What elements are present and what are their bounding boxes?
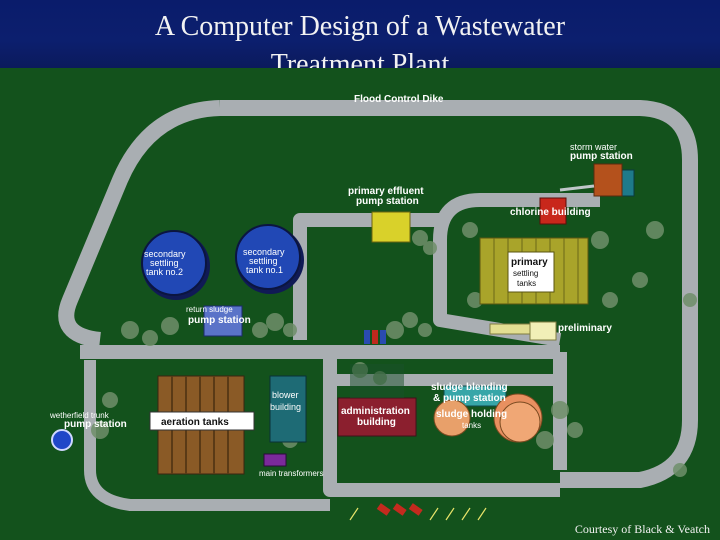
- blower-label-1: blower: [272, 390, 299, 400]
- parking-stripes: [349, 507, 487, 521]
- sec2-label-1: secondary: [144, 249, 186, 259]
- sec2-label-3: tank no.2: [146, 267, 183, 277]
- primary-effluent-label-1: primary effluent: [348, 186, 424, 197]
- primary-settling-tanks: [479, 237, 589, 305]
- primary-label-3: tanks: [517, 279, 536, 288]
- chlorine-label: chlorine building: [510, 207, 591, 218]
- admin-label-2: building: [357, 417, 396, 428]
- return-sludge-label: return sludge: [186, 305, 233, 314]
- preliminary-label: preliminary: [558, 323, 612, 334]
- primary-label-box: [507, 251, 555, 293]
- sludge-blending-pump-station: [443, 385, 507, 407]
- credit-line: Courtesy of Black & Veatch: [574, 522, 710, 536]
- primary-tank-dividers: [493, 238, 579, 304]
- sec1-label-2: settling: [249, 256, 278, 266]
- title-band: [0, 0, 720, 68]
- sludge-holding-tank-a: [433, 399, 471, 437]
- sludge-blending-label-1: sludge blending: [431, 382, 508, 393]
- secondary-settling-tank-1: [235, 224, 301, 290]
- admin-label-1: administration: [341, 406, 410, 417]
- flood-dike-label: Flood Control Dike: [354, 94, 444, 105]
- preliminary-building: [529, 321, 557, 341]
- return-pump-label: pump station: [188, 315, 251, 326]
- sludge-blending-label-2: & pump station: [433, 393, 506, 404]
- sludge-holding-tank-c: [499, 401, 541, 443]
- preliminary-channel: [489, 323, 531, 335]
- parking-cars: [376, 503, 423, 516]
- sec1-label-1: secondary: [243, 247, 285, 257]
- blower-label-2: building: [270, 402, 301, 412]
- wetherfield-pump-label: pump station: [64, 419, 127, 430]
- title-line-1: A Computer Design of a Wastewater: [154, 11, 566, 42]
- chlorine-building: [539, 197, 567, 225]
- storm-water-label: storm water: [570, 142, 617, 152]
- blower-building: [269, 375, 307, 443]
- sludge-holding-label-1: sludge holding: [436, 409, 507, 420]
- lower-road: [84, 360, 330, 511]
- primary-label-1: primary: [511, 257, 548, 268]
- perimeter-road: [58, 100, 698, 488]
- aeration-label-box: [149, 411, 255, 431]
- trees: [91, 221, 697, 477]
- sec1-label-3: tank no.1: [246, 265, 283, 275]
- storm-pump-station: [593, 163, 623, 197]
- administration-wing: [350, 364, 404, 398]
- sludge-holding-label-2: tanks: [462, 421, 481, 430]
- transformers-label: main transformers: [259, 469, 323, 478]
- aeration-label: aeration tanks: [161, 417, 229, 428]
- storm-pipe: [559, 184, 595, 192]
- secondary-settling-tank-2: [141, 230, 207, 296]
- storage-drums: [364, 330, 386, 344]
- primary-effluent-pump-station: [371, 211, 411, 243]
- slide-title: A Computer Design of a Wastewater Treatm…: [0, 8, 720, 84]
- wetherfield-pump-station: [51, 429, 73, 451]
- sec2-label-2: settling: [150, 258, 179, 268]
- return-sludge-pump-station: [203, 305, 243, 337]
- primary-effluent-label-2: pump station: [356, 196, 419, 207]
- primary-label-2: settling: [513, 269, 538, 278]
- storm-pump-label: pump station: [570, 151, 633, 162]
- wetherfield-label: wetherfield trunk: [49, 411, 110, 420]
- main-transformers: [263, 453, 287, 467]
